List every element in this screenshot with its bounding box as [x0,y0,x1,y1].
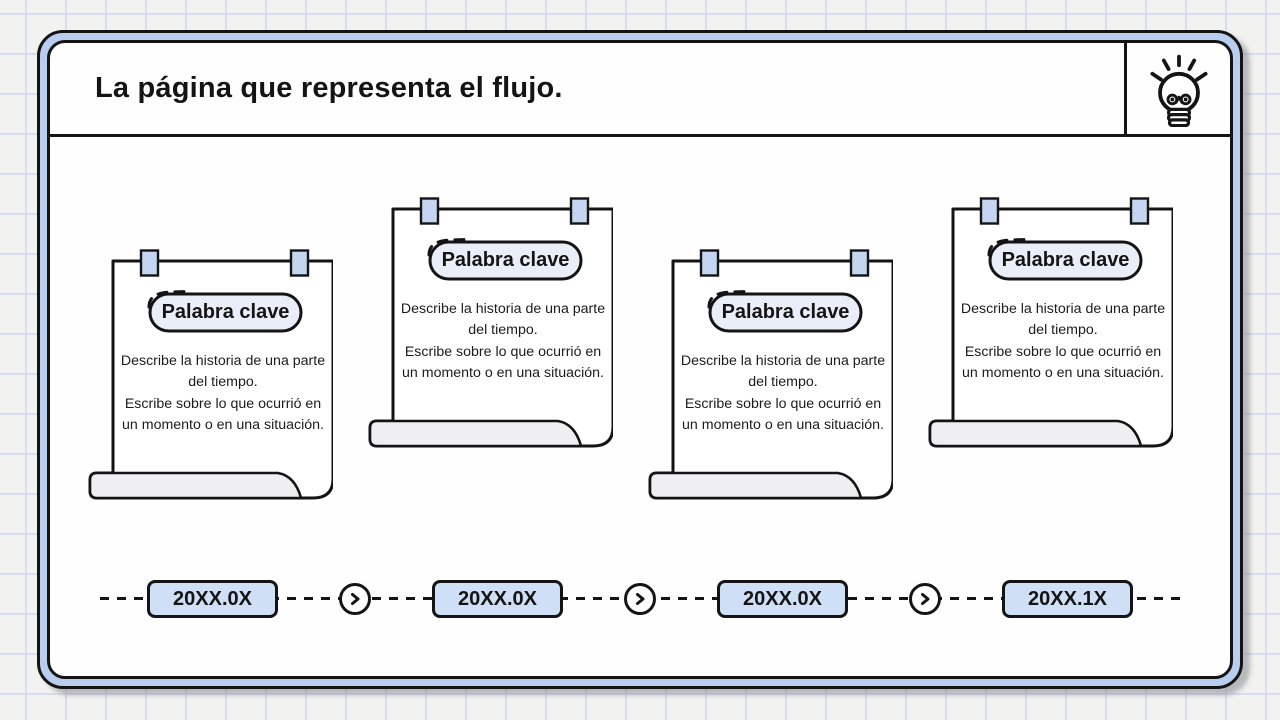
chevron-right-icon [921,593,930,605]
tape-icon [849,249,870,277]
tape-icon [289,249,310,277]
timeline-date-box: 20XX.1X [1002,580,1133,618]
timeline-date-box: 20XX.0X [147,580,278,618]
tape-icon [569,197,590,225]
keyword-pill [988,240,1143,281]
note-description: Describe la historia de una parte del ti… [680,353,886,433]
lightbulb-icon [1150,54,1207,127]
page-title: La página que representa el flujo. [95,72,563,104]
timeline-date-label: 20XX.0X [743,587,822,610]
header-icon-box [1124,43,1230,134]
timeline-arrow-circle [909,583,941,615]
pill-dash-accent [987,238,1028,257]
page-curl [928,419,1143,448]
timeline-date-box: 20XX.0X [717,580,848,618]
timeline-date-box: 20XX.0X [432,580,563,618]
tape-icon [699,249,720,277]
paper-note-graphic [368,197,613,448]
pill-dash-accent [707,290,748,309]
keyword-label: Palabra clave [1001,249,1130,271]
keyword-label: Palabra clave [161,301,290,323]
tape-icon [979,197,1000,225]
paper-note-graphic [928,197,1173,448]
chevron-right-icon [636,593,645,605]
pill-dash-accent [147,290,188,309]
slide-header: La página que representa el flujo. [50,43,1230,137]
note-description: Describe la historia de una parte del ti… [400,301,606,381]
tape-icon [139,249,160,277]
tape-icon [419,197,440,225]
note-description: Describe la historia de una parte del ti… [120,353,326,433]
timeline-date-label: 20XX.0X [458,587,537,610]
keyword-pill [148,292,303,333]
keyword-pill [428,240,583,281]
timeline-date-label: 20XX.1X [1028,587,1107,610]
note-card: Palabra clave Describe la historia de un… [643,249,893,507]
note-card: Palabra clave Describe la historia de un… [363,197,613,455]
keyword-label: Palabra clave [441,249,570,271]
page-curl [368,419,583,448]
timeline-arrow-circle [624,583,656,615]
pill-dash-accent [427,238,468,257]
timeline-date-label: 20XX.0X [173,587,252,610]
note-card: Palabra clave Describe la historia de un… [923,197,1173,455]
page-curl [88,471,303,500]
tape-icon [1129,197,1150,225]
timeline-arrow-circle [339,583,371,615]
page-curl [648,471,863,500]
note-card: Palabra clave Describe la historia de un… [83,249,333,507]
keyword-pill [708,292,863,333]
paper-note-graphic [648,249,893,500]
paper-note-graphic [88,249,333,500]
note-description: Describe la historia de una parte del ti… [960,301,1166,381]
keyword-label: Palabra clave [721,301,850,323]
chevron-right-icon [351,593,360,605]
